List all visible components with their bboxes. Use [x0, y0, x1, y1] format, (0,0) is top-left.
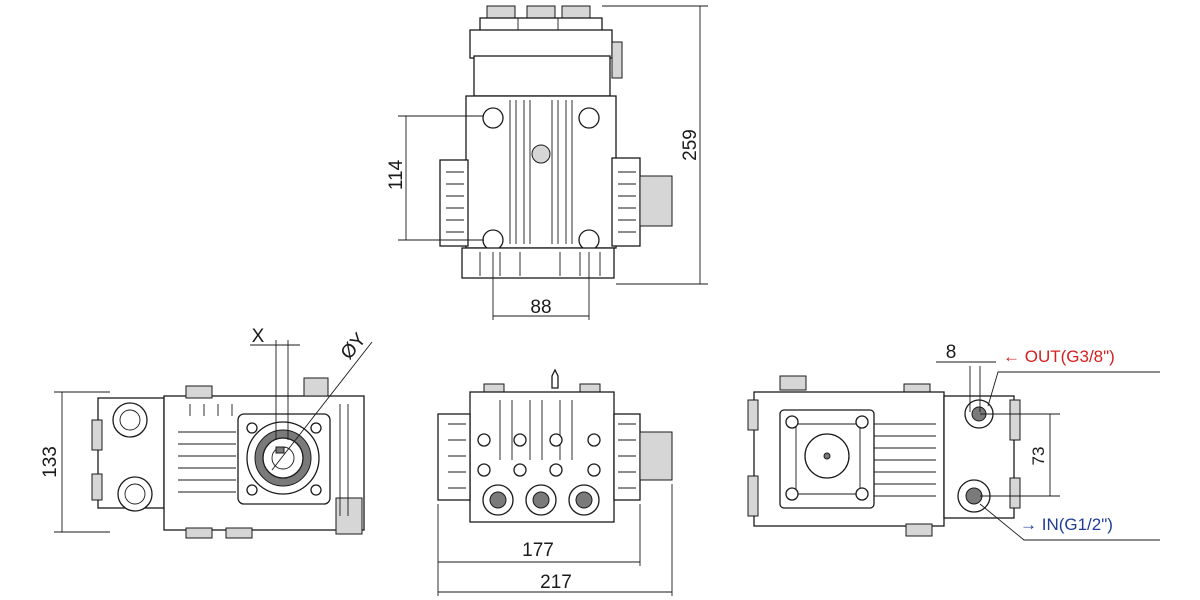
dim-177-label: 177 [522, 540, 554, 561]
dim-73-lines [980, 413, 1060, 497]
top-view [439, 5, 673, 279]
base-plate [461, 247, 615, 279]
dim-x-lines [250, 340, 300, 440]
front-side-left [437, 413, 471, 501]
dim-y-label: ØY [337, 329, 371, 364]
dim-114-label: 114 [386, 159, 407, 190]
dim-x-label: X [252, 326, 265, 347]
dim-259-label: 259 [680, 129, 701, 161]
bolt-bottom-right [578, 229, 600, 251]
dim-88-lines [492, 252, 590, 320]
front-side-right [613, 413, 641, 501]
upper-port-side [112, 402, 148, 438]
manifold-plate [469, 29, 613, 59]
dim-133-lines [54, 391, 110, 533]
dim-8-lines [936, 361, 996, 412]
dim-y-leader [271, 341, 373, 471]
oil-cap-side [303, 377, 329, 397]
dim-259-lines [602, 5, 708, 285]
front-view [437, 368, 673, 523]
dim-133-label: 133 [40, 446, 61, 478]
oil-plug [531, 144, 551, 164]
drive-shaft-front [639, 431, 673, 481]
dim-73-label: 73 [1029, 447, 1048, 466]
port-leaders [979, 371, 1160, 541]
in-port-label: → IN(G1/2") [1020, 515, 1113, 534]
side-cover-left [439, 159, 469, 247]
dim-88-label: 88 [530, 297, 551, 318]
manifold-block [473, 55, 611, 97]
dim-217-label: 217 [540, 572, 572, 593]
rear-view [747, 375, 1021, 537]
out-port-label: ← OUT(G3/8") [1003, 347, 1115, 366]
bolt-top-left [482, 107, 504, 129]
dim-114-lines [398, 115, 484, 241]
drive-shaft-top [639, 175, 673, 227]
side-view [91, 377, 365, 539]
side-cover-right [611, 157, 641, 247]
dim-8-label: 8 [946, 342, 957, 363]
dim-177-lines [437, 504, 641, 596]
bolt-bottom-left [482, 229, 504, 251]
shaft-bore [262, 437, 304, 479]
dim-217-lines [438, 484, 673, 596]
lower-port-side [117, 476, 153, 512]
bolt-top-right [578, 107, 600, 129]
